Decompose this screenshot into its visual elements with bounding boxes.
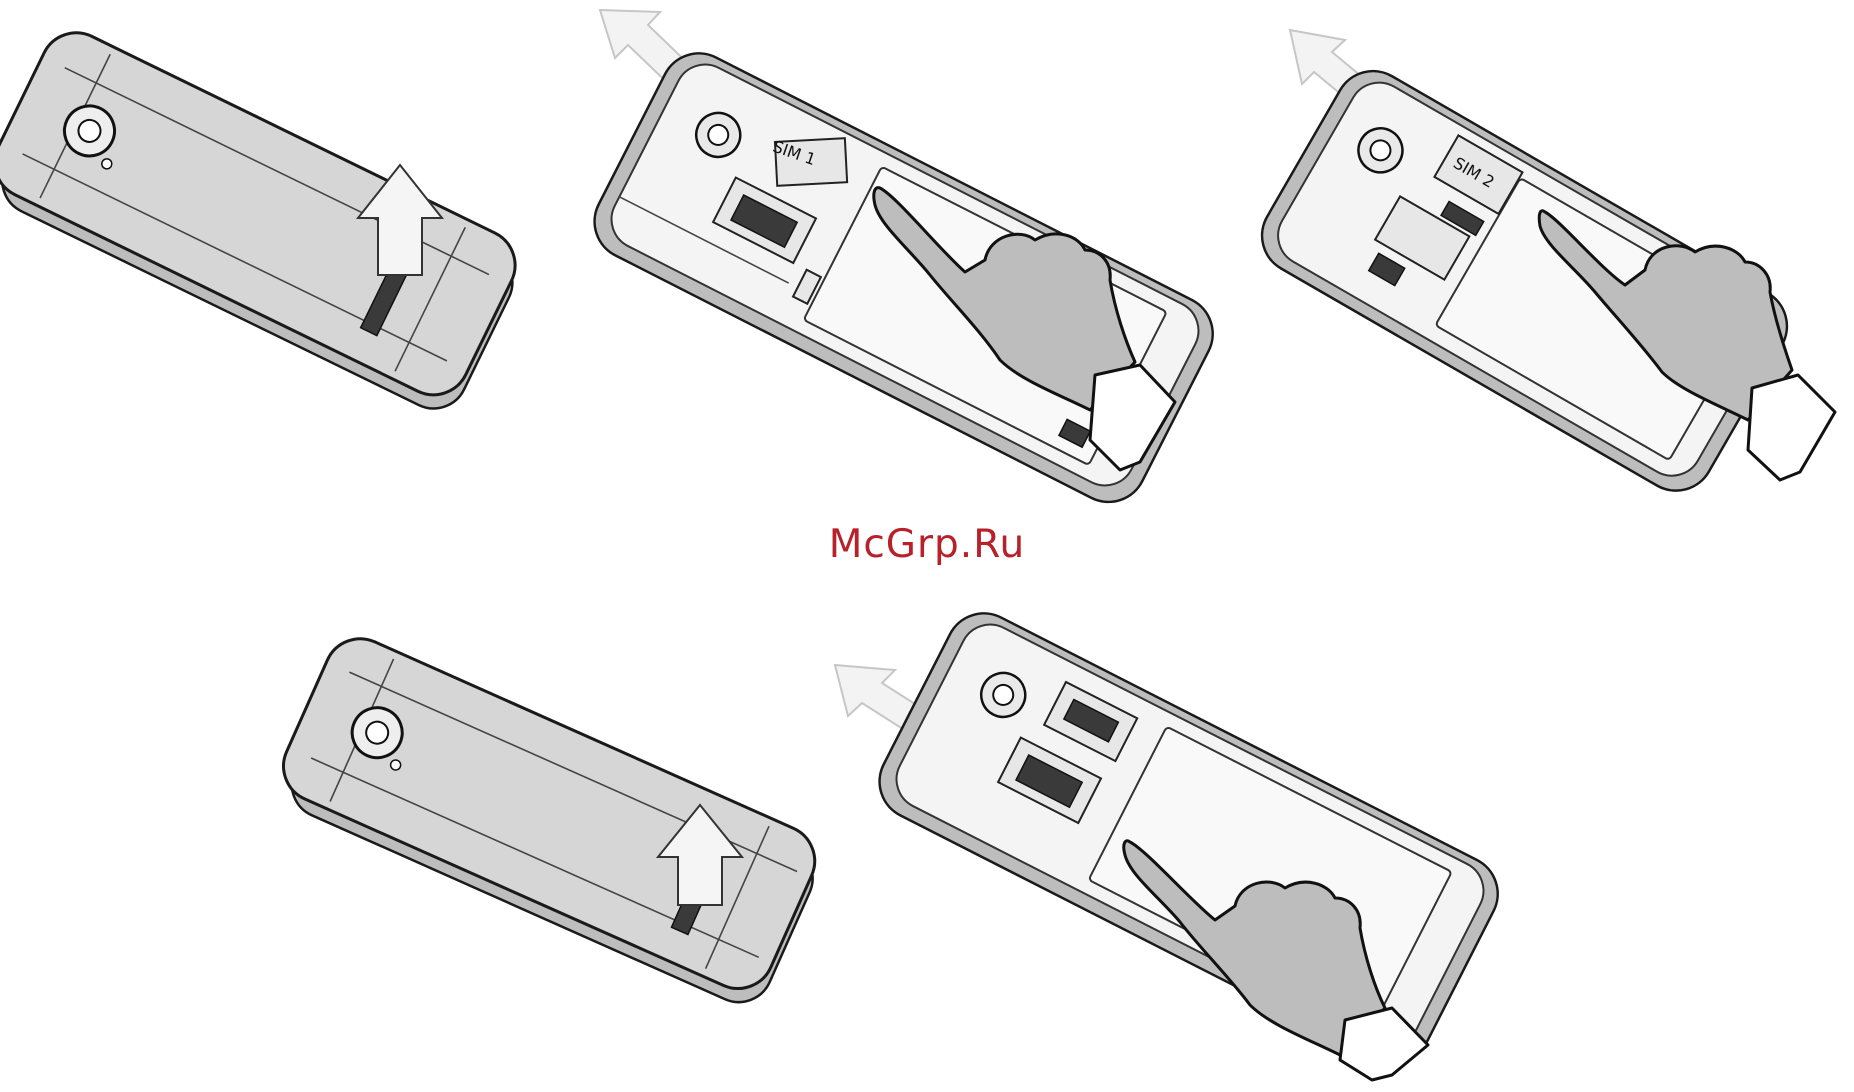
step-remove-cover-top bbox=[0, 21, 532, 420]
phone-open-body-final bbox=[866, 600, 1510, 1075]
step-remove-cover-bottom bbox=[267, 627, 831, 1013]
watermark: McGrp.Ru bbox=[0, 522, 1854, 567]
step-insert-sim2: SIM 2 bbox=[1248, 30, 1835, 504]
phone-back-cover bbox=[267, 627, 831, 1013]
step-insert-sim-final bbox=[835, 600, 1511, 1080]
phone-back-cover bbox=[0, 21, 532, 420]
step-insert-sim1: SIM 1 bbox=[581, 10, 1225, 515]
